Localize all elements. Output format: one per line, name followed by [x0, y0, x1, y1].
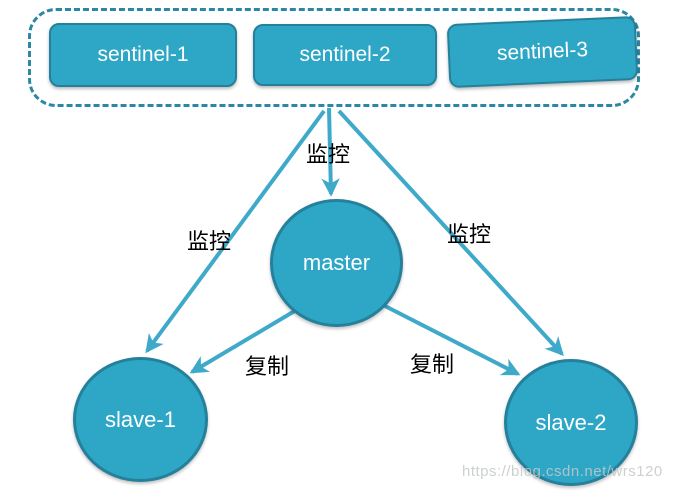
node-slave-2-label: slave-2 — [535, 409, 607, 435]
node-master: master — [270, 199, 403, 327]
edge-label-copy-slave2: 复制 — [410, 353, 455, 378]
node-sentinel-2: sentinel-2 — [253, 24, 437, 86]
csdn-watermark: https://blog.csdn.net/wrs120 — [462, 463, 663, 480]
node-sentinel-3-label: sentinel-3 — [496, 38, 589, 65]
node-sentinel-3: sentinel-3 — [446, 15, 639, 89]
node-master-label: master — [302, 250, 371, 275]
node-sentinel-1: sentinel-1 — [49, 23, 237, 87]
node-sentinel-2-label: sentinel-2 — [299, 43, 391, 66]
node-sentinel-1-label: sentinel-1 — [97, 43, 189, 66]
edge-label-copy-slave1: 复制 — [245, 355, 290, 380]
node-slave-1: slave-1 — [73, 357, 208, 482]
edge-label-monitor-slave2: 监控 — [447, 223, 492, 248]
node-slave-1-label: slave-1 — [105, 406, 176, 432]
edge-copy-slave1 — [189, 307, 300, 374]
edge-monitor-slave1 — [145, 109, 326, 354]
edge-label-monitor-master: 监控 — [306, 143, 351, 168]
node-slave-2: slave-2 — [504, 359, 638, 486]
edge-label-monitor-slave1: 监控 — [187, 230, 232, 255]
sentinel-group-container — [28, 8, 640, 107]
edge-copy-slave2 — [384, 304, 521, 376]
edge-monitor-slave2 — [337, 109, 564, 357]
edge-monitor-master — [321, 107, 340, 197]
